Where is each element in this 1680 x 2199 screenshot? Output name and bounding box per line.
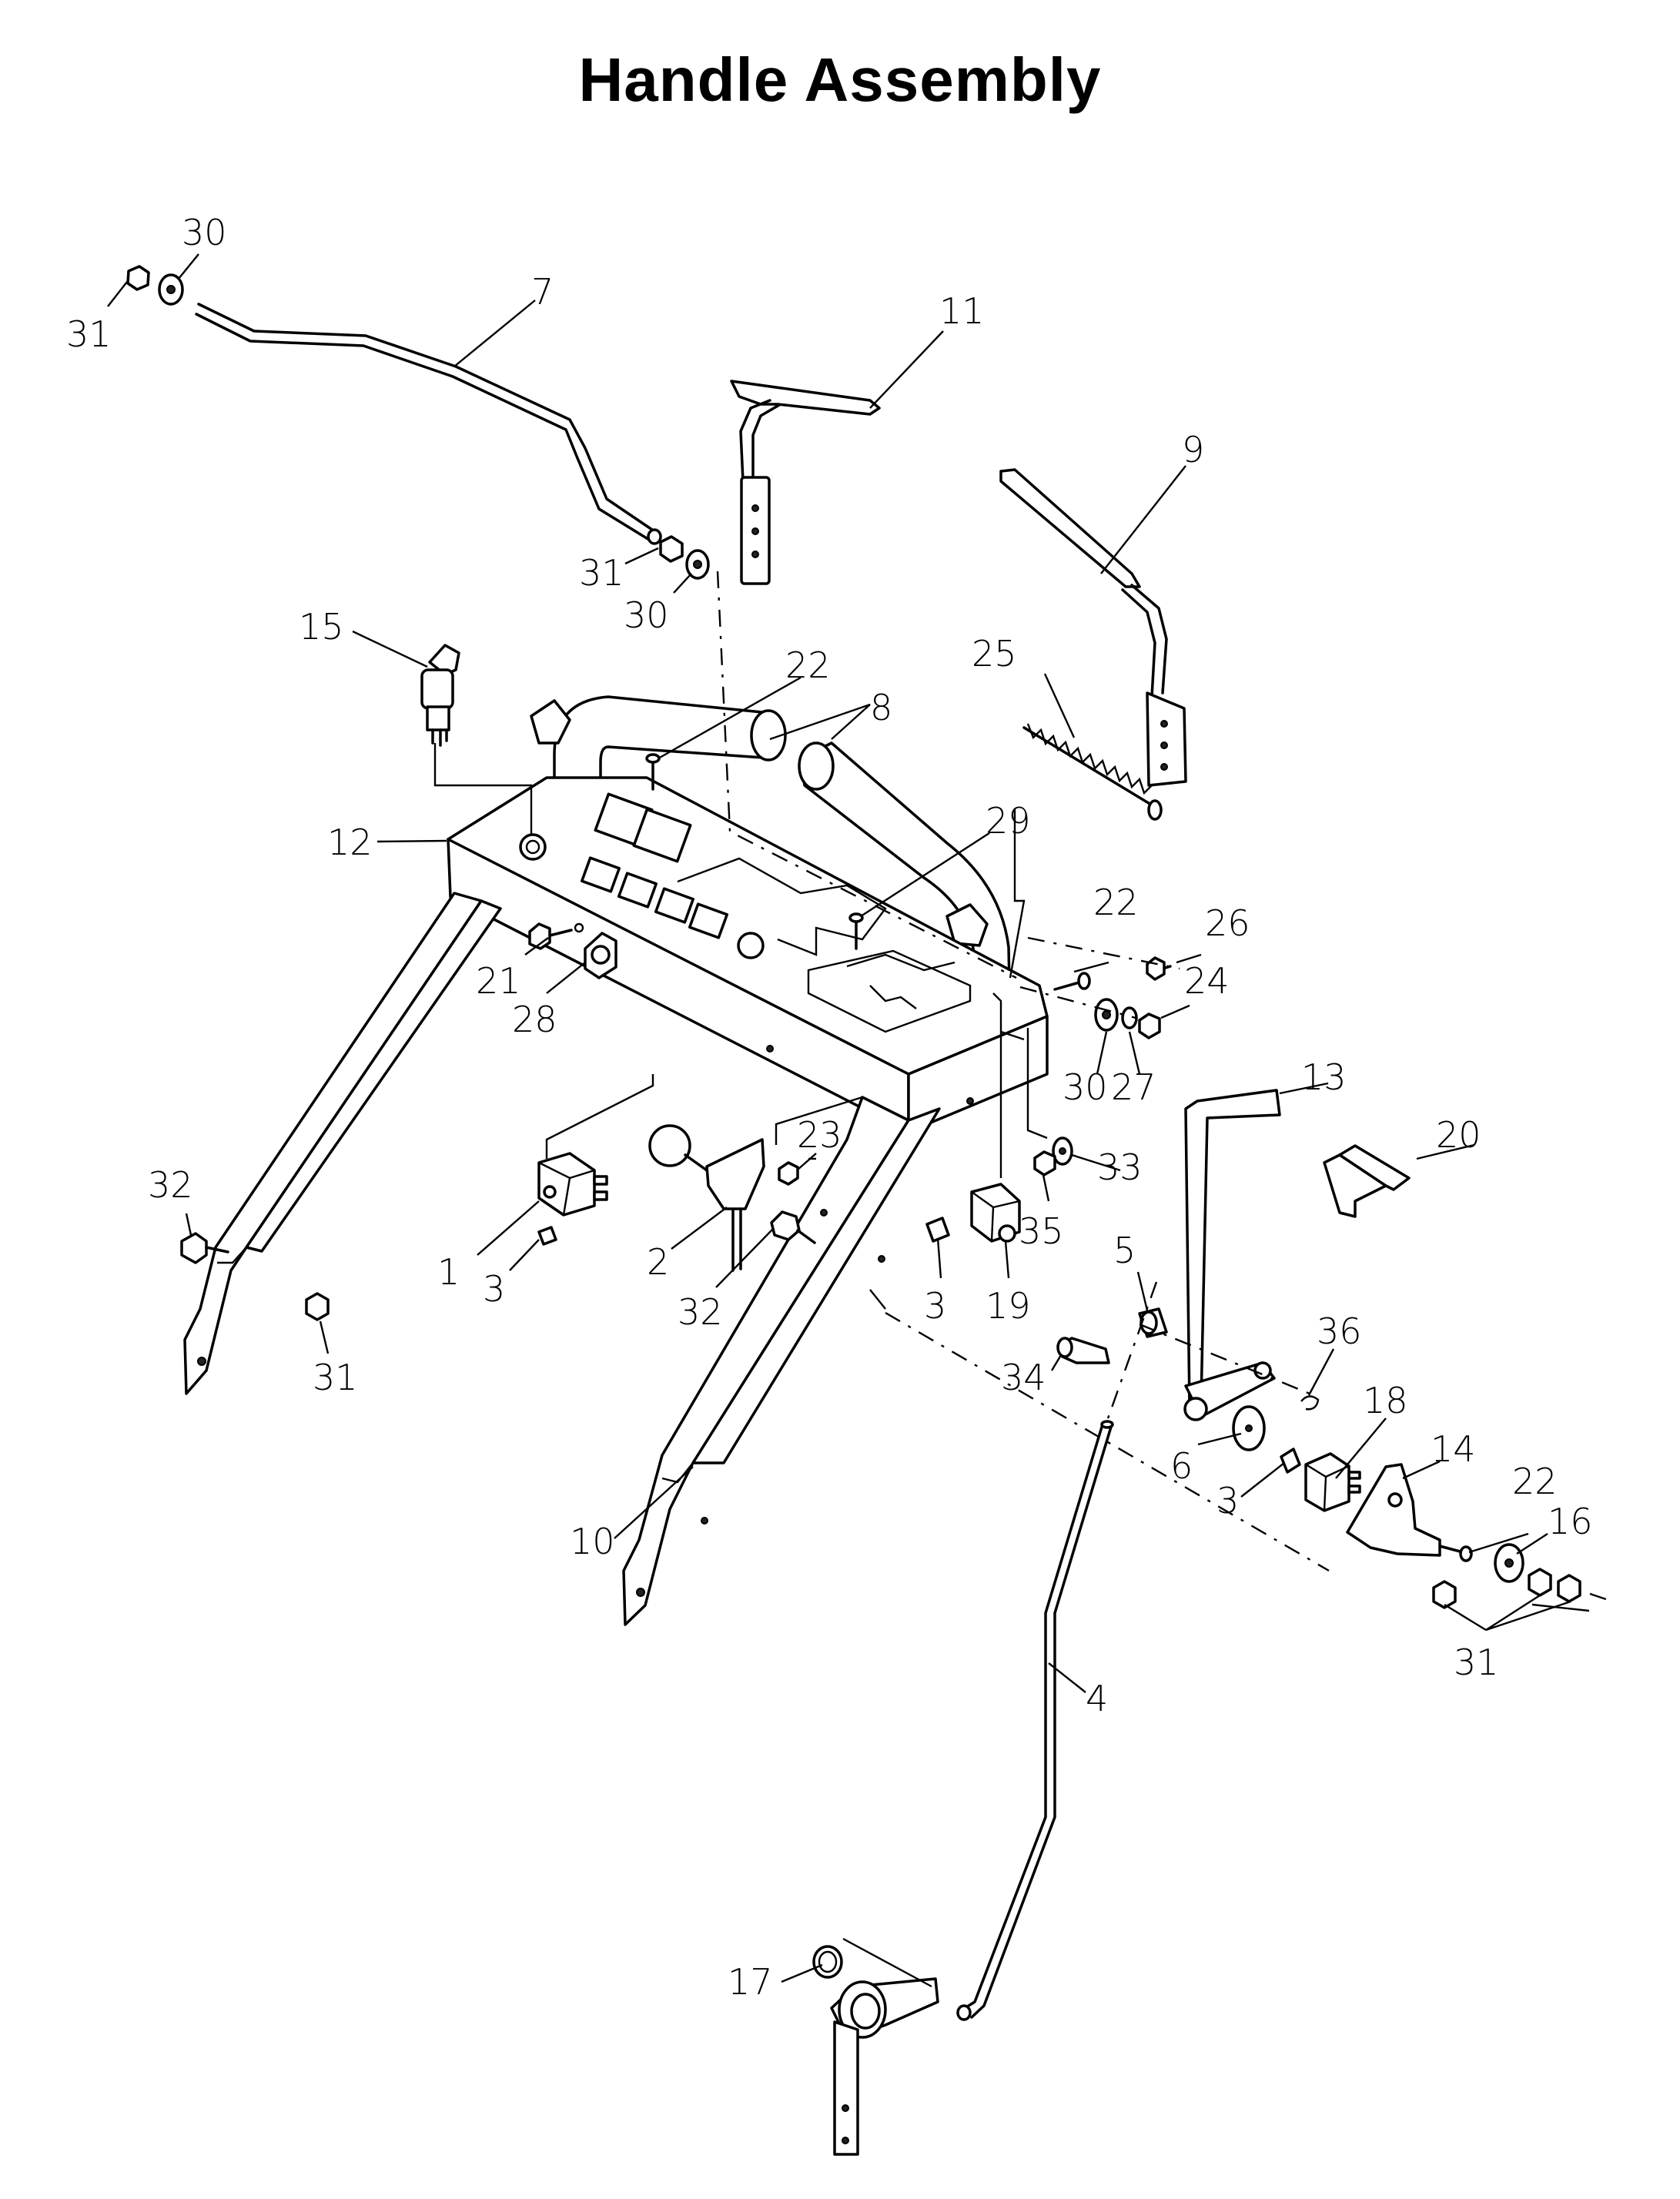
part-31-nut-lower-b <box>1528 1568 1552 1597</box>
part-10-right-leg <box>622 1096 941 1626</box>
part-36-clip <box>1300 1395 1320 1411</box>
callout-25: 25 <box>972 633 1017 674</box>
callout-21: 21 <box>476 960 521 1002</box>
part-19-switch <box>970 1183 1021 1243</box>
part-18-switch <box>1304 1452 1361 1512</box>
part-26-bolt <box>1146 956 1172 981</box>
callout-7: 7 <box>531 271 554 313</box>
part-13-pedal-arm <box>1183 1089 1281 1421</box>
callout-31: 31 <box>313 1357 358 1398</box>
part-15-key-switch <box>420 644 460 747</box>
callout-6: 6 <box>1170 1445 1193 1487</box>
callout-16: 16 <box>1548 1501 1593 1542</box>
callout-23: 23 <box>797 1114 842 1156</box>
callout-3: 3 <box>483 1268 505 1310</box>
part-29-screw <box>848 912 864 950</box>
callout-12: 12 <box>327 822 373 863</box>
part-31-nut-lower-c <box>1557 1574 1581 1603</box>
callout-9: 9 <box>1182 429 1204 470</box>
part-5-bushing <box>1138 1307 1168 1338</box>
part-27-lockwasher <box>1121 1006 1138 1029</box>
callout-17: 17 <box>728 1961 773 2003</box>
callout-20: 20 <box>1436 1114 1481 1156</box>
part-32-bolt-center <box>770 1210 816 1244</box>
diagram-title: Handle Assembly <box>578 45 1102 114</box>
callout-35: 35 <box>1019 1210 1064 1252</box>
callout-14: 14 <box>1431 1428 1476 1470</box>
callout-31: 31 <box>1454 1642 1499 1683</box>
part-4-lower-rod <box>956 1420 1114 2021</box>
callout-30: 30 <box>1063 1066 1108 1108</box>
callout-4: 4 <box>1086 1678 1108 1719</box>
part-30-washer-top-left <box>158 273 184 306</box>
part-34-pin <box>1056 1337 1110 1364</box>
callout-32: 32 <box>148 1164 193 1206</box>
callout-31: 31 <box>579 552 624 594</box>
part-24-nut <box>1138 1012 1161 1039</box>
callout-27: 27 <box>1111 1066 1156 1108</box>
callout-26: 26 <box>1205 902 1250 944</box>
callout-3: 3 <box>924 1285 946 1327</box>
part-31-nut-lower-a <box>1432 1580 1457 1609</box>
callout-36: 36 <box>1317 1310 1362 1352</box>
part-3-clip-c <box>1280 1448 1301 1474</box>
assembly-centerlines <box>433 571 1614 1988</box>
part-30-washer-right <box>1094 998 1119 1032</box>
callout-11: 11 <box>939 290 985 332</box>
callout-15: 15 <box>299 606 344 648</box>
part-3-clip-b <box>925 1217 950 1243</box>
part-33-washer <box>1052 1136 1073 1166</box>
part-28-nut <box>584 932 617 979</box>
part-2-shift-lever <box>648 1124 765 1272</box>
callout-32: 32 <box>678 1291 723 1333</box>
callout-29: 29 <box>986 800 1031 842</box>
callout-10: 10 <box>570 1521 615 1562</box>
callout-28: 28 <box>512 999 557 1040</box>
callout-18: 18 <box>1363 1380 1408 1421</box>
part-9-lever <box>999 468 1187 787</box>
callout-24: 24 <box>1184 960 1230 1002</box>
part-3-clip-a <box>537 1226 557 1246</box>
callout-30: 30 <box>624 594 669 636</box>
callout-13: 13 <box>1301 1056 1347 1098</box>
part-21-bolt <box>528 922 584 950</box>
part-35-nut <box>1033 1150 1056 1176</box>
part-32-bolt-left <box>180 1232 229 1264</box>
part-22-screw-lower <box>1438 1545 1473 1562</box>
part-31-nut-left <box>305 1292 330 1321</box>
part-17-ring <box>812 1945 843 1979</box>
part-25-spring <box>1022 723 1163 821</box>
bottom-arm <box>830 1977 939 2156</box>
callout-30: 30 <box>182 212 227 253</box>
leader-lines <box>107 253 1571 1983</box>
part-14-bracket <box>1346 1463 1441 1557</box>
callout-5: 5 <box>1113 1230 1136 1271</box>
part-7-control-rod <box>195 303 662 545</box>
callout-22: 22 <box>1093 882 1139 923</box>
part-22-screw-right <box>1053 972 1091 991</box>
part-30-washer-mid <box>685 549 710 580</box>
callout-22: 22 <box>785 644 831 686</box>
callout-8: 8 <box>870 687 892 728</box>
part-10-left-leg <box>183 892 502 1395</box>
part-11-lever <box>730 380 881 585</box>
callout-labels: 30 31 7 11 9 31 30 15 22 8 25 12 29 22 2… <box>66 212 1593 2003</box>
callout-33: 33 <box>1097 1146 1143 1188</box>
part-6-washer <box>1232 1405 1266 1451</box>
part-23-nut <box>778 1161 799 1186</box>
part-12-control-panel <box>447 776 1049 1133</box>
callout-19: 19 <box>986 1285 1031 1327</box>
part-20-pedal <box>1323 1144 1411 1218</box>
callout-3: 3 <box>1216 1480 1239 1521</box>
callout-34: 34 <box>1001 1357 1046 1398</box>
part-16-washer <box>1494 1543 1524 1583</box>
callout-22: 22 <box>1512 1461 1558 1502</box>
callout-1: 1 <box>437 1251 460 1293</box>
part-31-nut-top-left <box>126 265 150 291</box>
part-31-nut-mid <box>659 535 684 563</box>
callout-2: 2 <box>647 1241 669 1283</box>
callout-31: 31 <box>66 313 112 355</box>
part-1-switch <box>537 1152 608 1217</box>
